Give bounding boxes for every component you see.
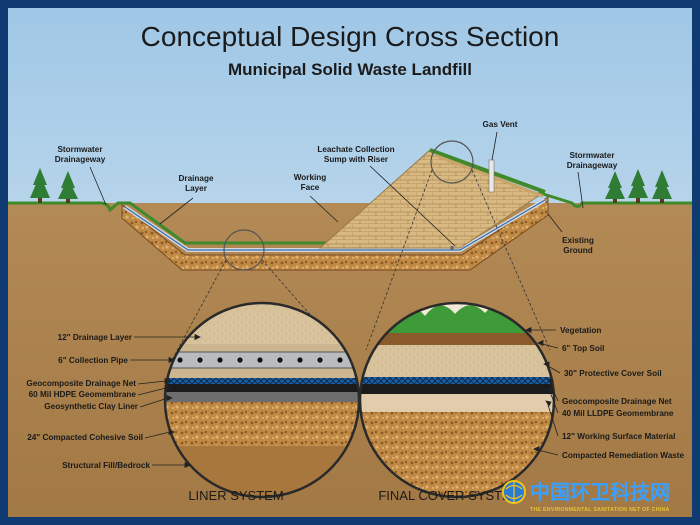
- cover-layer-label: Vegetation: [560, 326, 601, 335]
- label-stormwater-right: Stormwater Drainageway: [567, 151, 618, 170]
- liner-layer-labels: 12" Drainage Layer 6" Collection Pipe Ge…: [26, 333, 150, 470]
- cover-layer-label: Geocomposite Drainage Net: [562, 397, 672, 406]
- zoom-marker-cover: [430, 140, 474, 184]
- collection-pipe: [165, 351, 359, 369]
- final-cover-system-title: FINAL COVER SYSTEM: [378, 488, 521, 503]
- section-leaders: [89, 131, 584, 247]
- liner-layer-label: 60 Mil HDPE Geomembrane: [29, 390, 137, 399]
- cap-vegetation: [429, 148, 546, 194]
- svg-text:Stormwater: Stormwater: [57, 145, 103, 154]
- pipe-perforations: [177, 357, 343, 363]
- cap-soil: [431, 152, 544, 198]
- cover-layer-label: 12" Working Surface Material: [562, 432, 675, 441]
- diagram-subtitle: Municipal Solid Waste Landfill: [228, 60, 472, 79]
- grass-line: [8, 191, 692, 245]
- cover-layer-label: 30" Protective Cover Soil: [564, 369, 662, 378]
- label-gas-vent: Gas Vent: [482, 120, 517, 129]
- watermark-en: THE ENVIRONMENTAL SANITATION NET OF CHIN…: [530, 507, 670, 513]
- liner-layer-label: Geosynthetic Clay Liner: [44, 402, 139, 411]
- label-existing-ground: Existing Ground: [562, 236, 594, 255]
- liner-layer-label: Structural Fill/Bedrock: [62, 461, 150, 470]
- cover-detail-ring: [358, 301, 556, 499]
- cover-leaders: [525, 326, 561, 456]
- liner-layer-label: Geocomposite Drainage Net: [26, 379, 136, 388]
- svg-text:Drainageway: Drainageway: [567, 161, 618, 170]
- watermark-cn: 中国环卫科技网: [530, 480, 670, 504]
- label-drainage-layer: Drainage Layer: [178, 174, 213, 193]
- liner-layer-label: 6" Collection Pipe: [58, 356, 128, 365]
- svg-text:Leachate Collection: Leachate Collection: [317, 145, 394, 154]
- label-stormwater-left: Stormwater Drainageway: [55, 145, 106, 164]
- zoom-marker-liner: [223, 229, 265, 271]
- svg-text:Drainage: Drainage: [178, 174, 213, 183]
- cover-layer-labels: Vegetation 6" Top Soil 30" Protective Co…: [560, 326, 685, 460]
- cover-layer-label: 6" Top Soil: [562, 344, 604, 353]
- label-working-face: Working Face: [294, 173, 327, 192]
- svg-text:Ground: Ground: [563, 246, 593, 255]
- cover-layer-label: Compacted Remediation Waste: [562, 451, 685, 460]
- geomembrane-line: [124, 199, 546, 251]
- liner-system-title: LINER SYSTEM: [188, 488, 283, 503]
- svg-text:Face: Face: [301, 183, 320, 192]
- svg-text:Drainageway: Drainageway: [55, 155, 106, 164]
- tree-icons-right: [605, 169, 672, 203]
- svg-text:Existing: Existing: [562, 236, 594, 245]
- tree-icons-left: [30, 168, 78, 203]
- label-leachate-sump: Leachate Collection Sump with Riser: [317, 145, 394, 164]
- liner-leaders: [130, 333, 201, 469]
- liner-base: [121, 196, 549, 271]
- watermark: 中国环卫科技网 THE ENVIRONMENTAL SANITATION NET…: [502, 480, 670, 513]
- liner-layer-label: 12" Drainage Layer: [58, 333, 133, 342]
- liner-layer-label: 24" Compacted Cohesive Soil: [27, 433, 143, 442]
- gas-vent-pipe: [488, 159, 495, 193]
- diagram-title: Conceptual Design Cross Section: [141, 21, 560, 52]
- cover-layer-label: 40 Mil LLDPE Geomembrane: [562, 409, 674, 418]
- svg-text:Layer: Layer: [185, 184, 208, 193]
- svg-text:Working: Working: [294, 173, 327, 182]
- svg-text:Sump with Riser: Sump with Riser: [324, 155, 389, 164]
- svg-text:Stormwater: Stormwater: [569, 151, 615, 160]
